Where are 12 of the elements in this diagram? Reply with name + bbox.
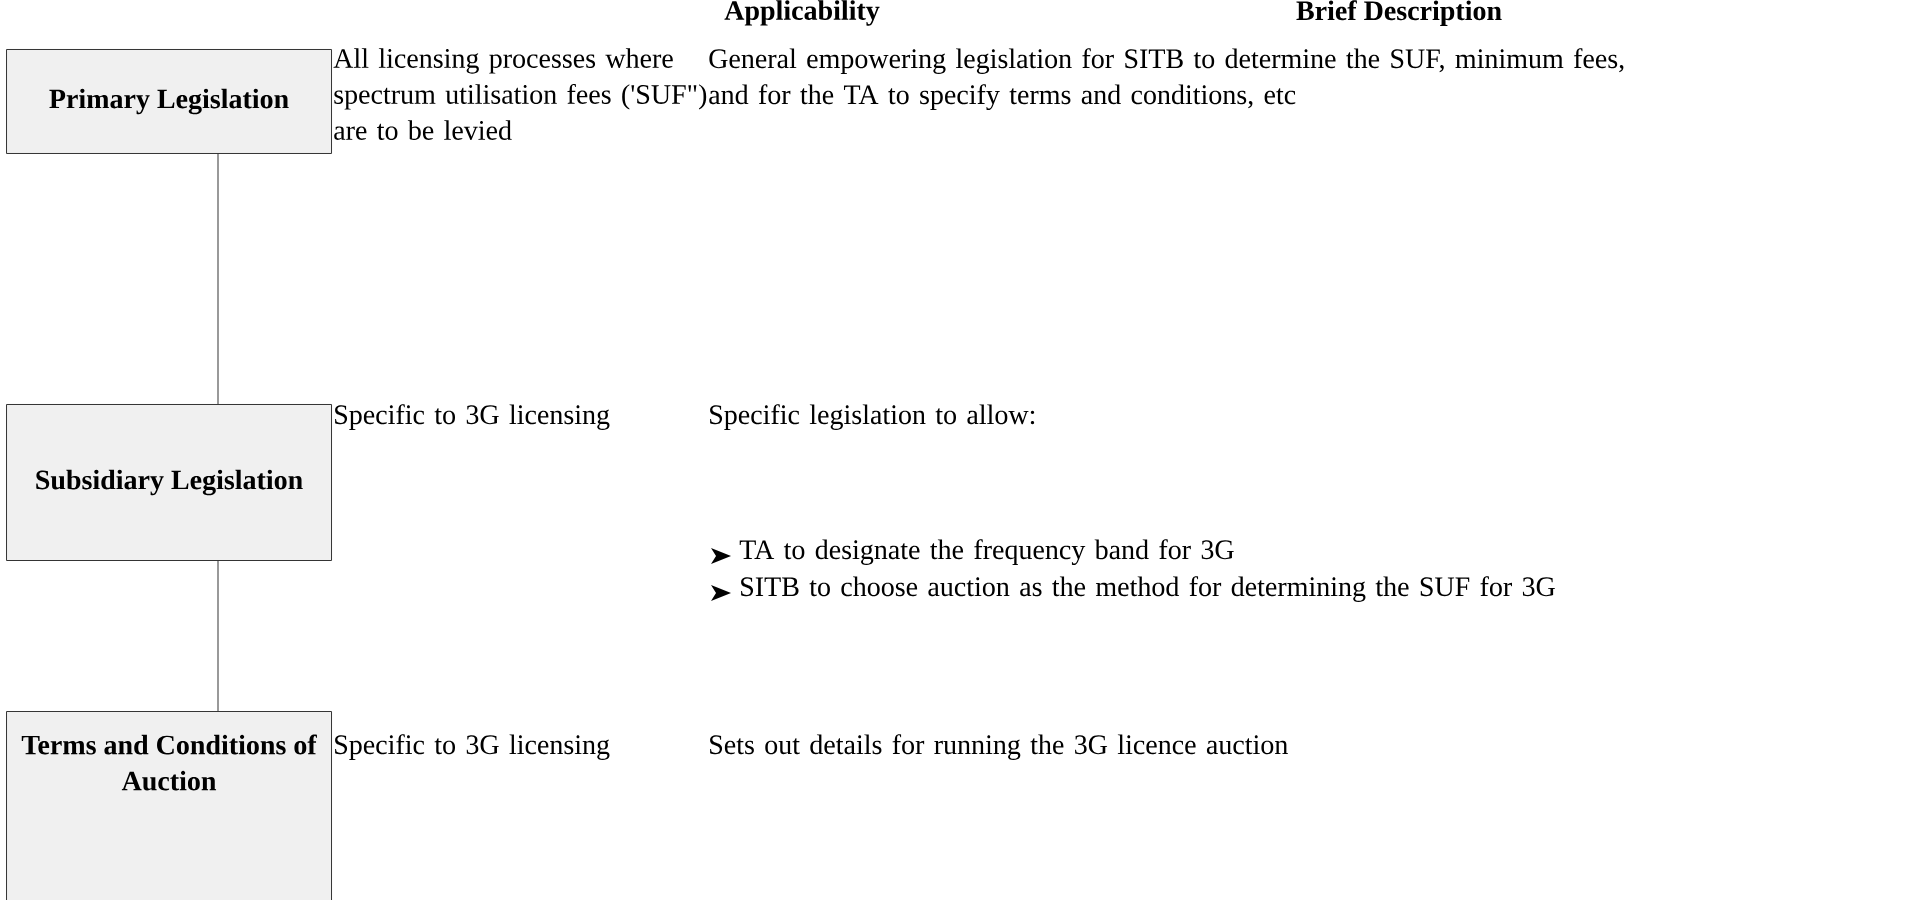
connector-line <box>217 560 219 712</box>
column-header: Applicability <box>724 0 880 26</box>
bullet-text: TA to designate the frequency band for 3G <box>739 539 1234 565</box>
connector-line <box>217 153 219 405</box>
cell-text: Sets out details for running the 3G licence auction <box>710 734 1288 760</box>
bullet-text: SITB to choose auction as the method for determining the SUF for 3G <box>741 576 1555 602</box>
process-box: Primary Legislation <box>6 49 332 154</box>
process-box: Terms and Conditions of Auction <box>6 711 332 900</box>
cell-text: Specific legislation to allow: <box>710 404 1035 430</box>
column-header: Brief Description <box>1296 0 1502 26</box>
cell-text: General empowering legislation for SITB to determine the SUF, minimum fees, and for the TA to specify terms and conditions, etc <box>709 48 1624 110</box>
process-box: Subsidiary Legislation <box>6 404 332 561</box>
